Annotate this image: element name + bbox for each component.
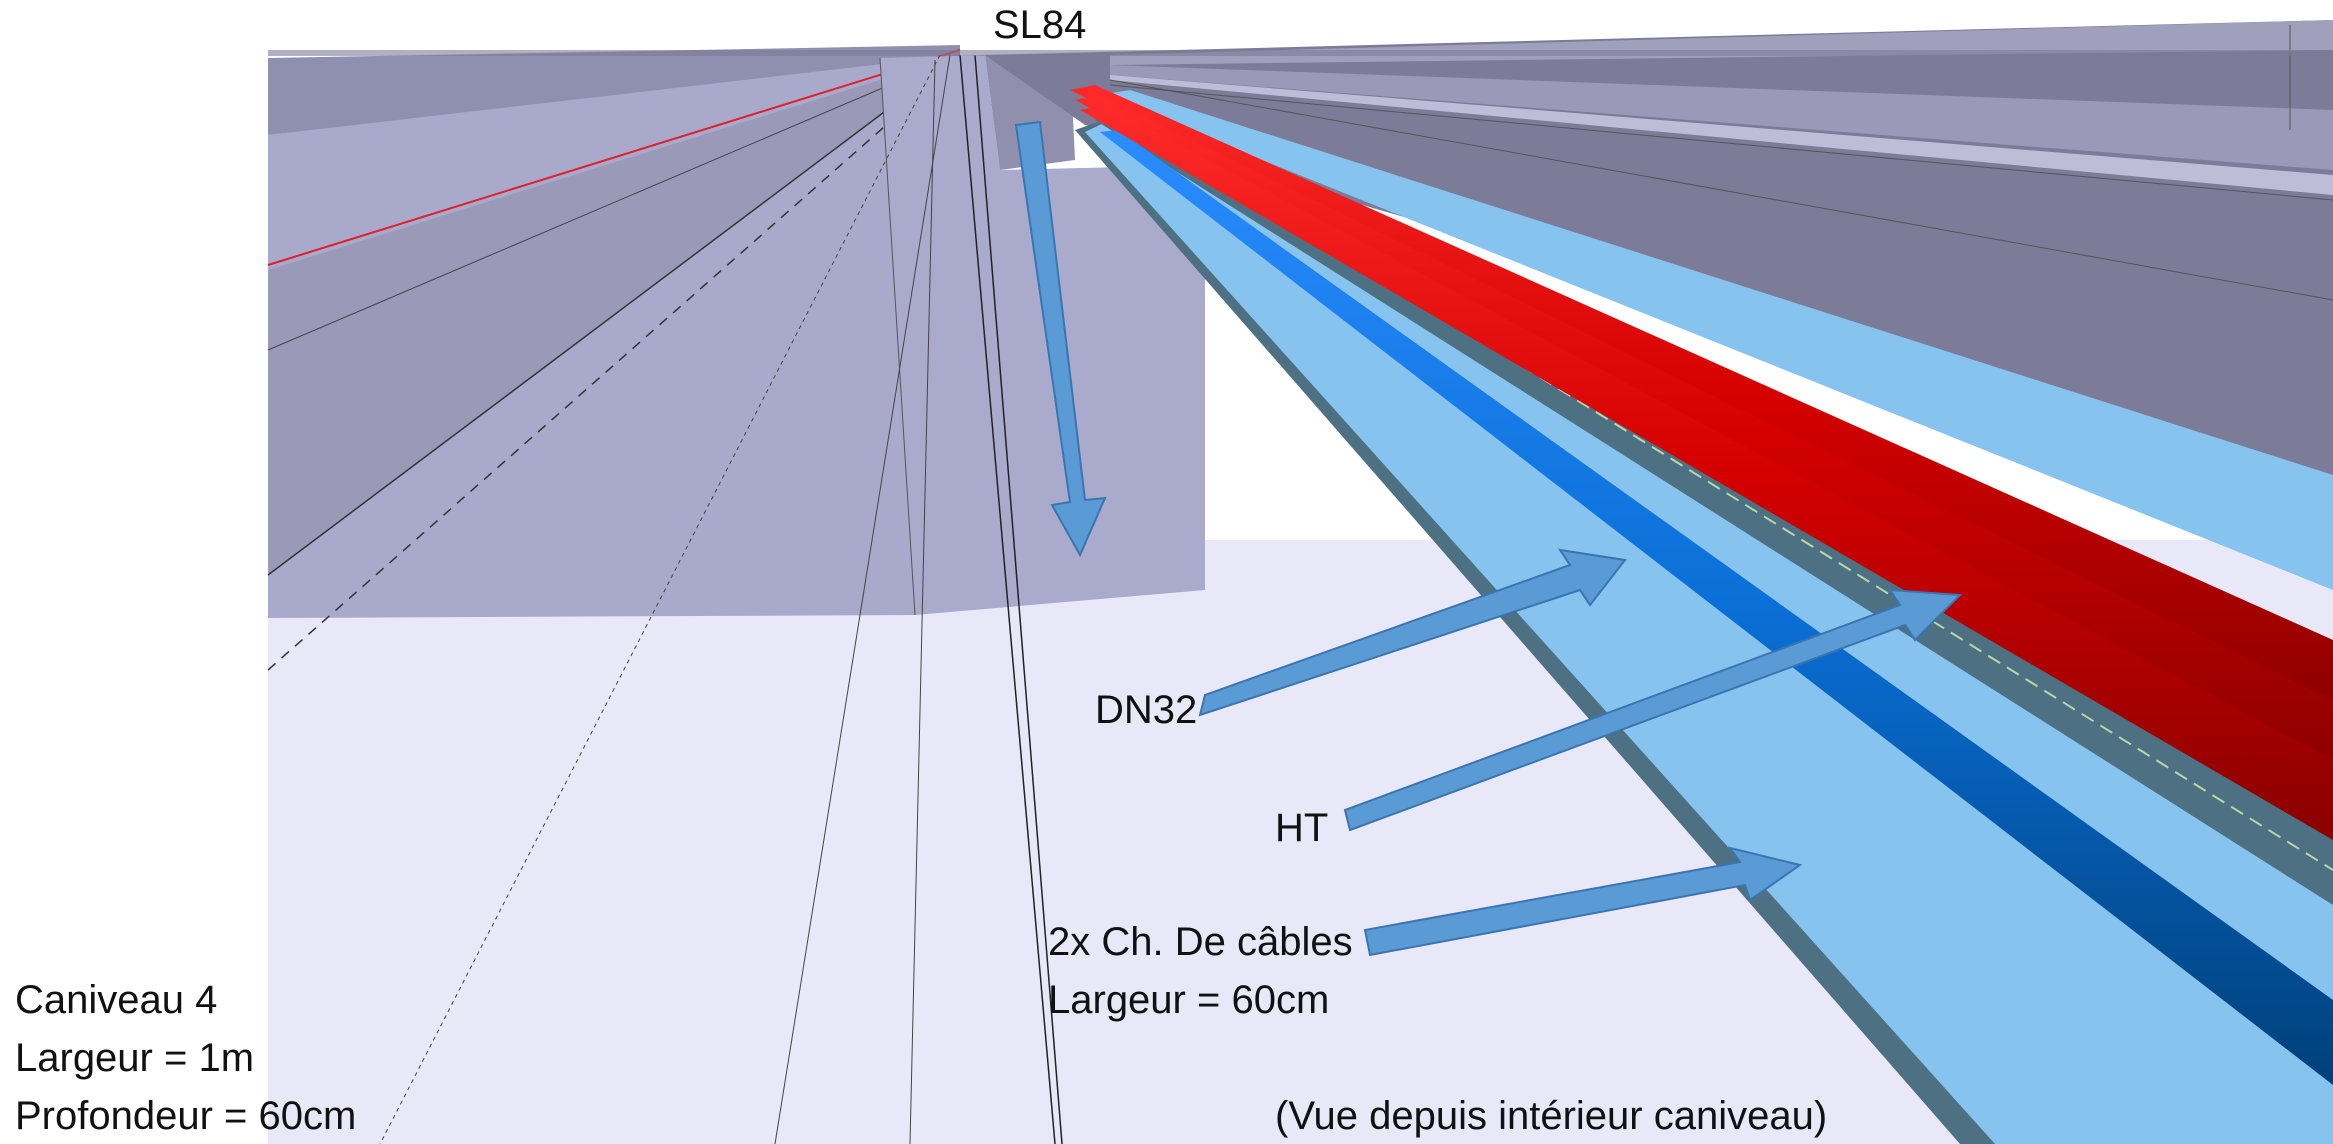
tray-divider: [1095, 110, 2333, 905]
view-note-label: (Vue depuis intérieur caniveau): [1275, 1094, 1828, 1138]
trench-width-label: Largeur = 1m: [15, 1036, 255, 1080]
arrow-ht: [1343, 588, 1963, 832]
cable-tray-far: [1100, 90, 2333, 590]
left-wall: [268, 50, 960, 618]
trench-name-label: Caniveau 4: [15, 978, 218, 1022]
center-column: [880, 55, 1205, 615]
trench-depth-label: Profondeur = 60cm: [15, 1094, 357, 1138]
right-beam-3: [1110, 75, 2333, 195]
dn32-label: DN32: [1095, 688, 1198, 732]
left-wall-top: [268, 45, 960, 135]
ht-cable-3: [1080, 105, 2333, 840]
arrow-down: [1014, 120, 1107, 558]
ht-label: HT: [1275, 806, 1329, 850]
arrow-dn32: [1198, 548, 1627, 717]
station-label: SL84: [993, 3, 1087, 47]
dn32-pipe: [1100, 130, 2333, 1085]
cable-tray: [1085, 120, 2333, 1144]
cable-trays-label: 2x Ch. De câbles: [1048, 920, 1353, 964]
tray-width-label: Largeur = 60cm: [1048, 978, 1330, 1022]
arrow-cable-trays: [1363, 846, 1803, 957]
right-beam-2: [1110, 65, 2333, 170]
